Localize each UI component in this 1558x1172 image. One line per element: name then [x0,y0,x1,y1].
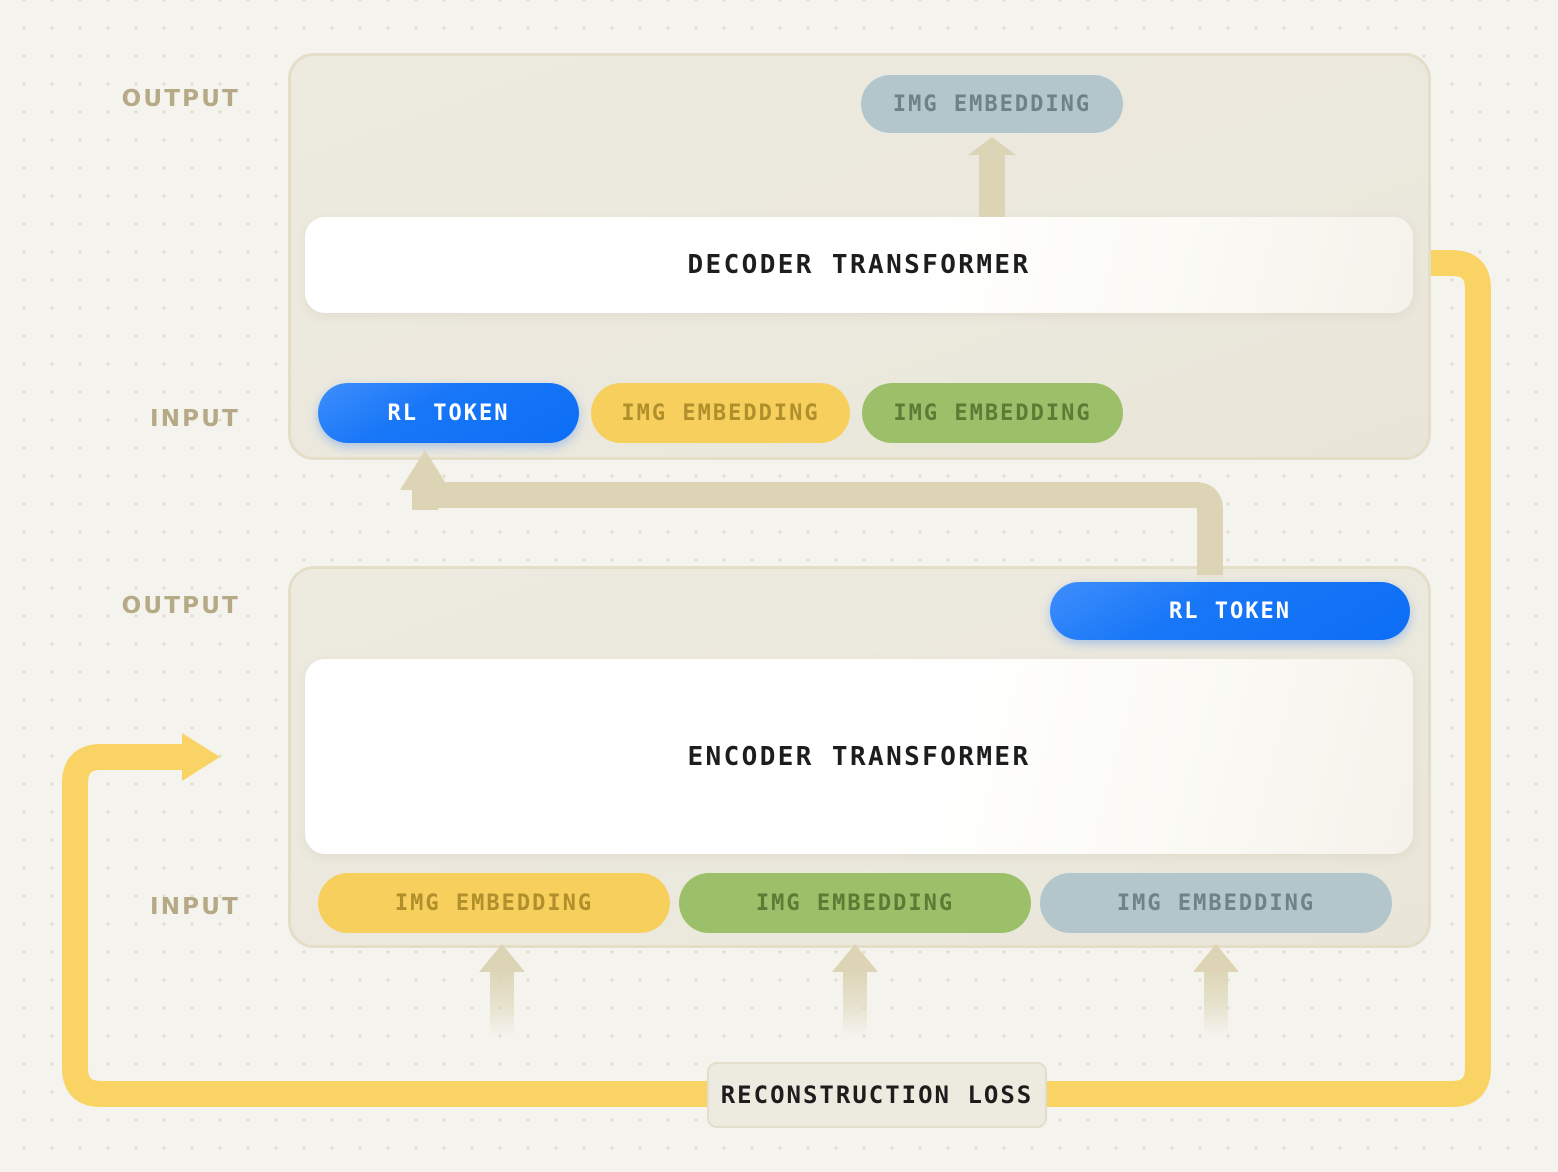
chip-encoder-input-img-embedding-3[interactable]: IMG EMBEDDING [1040,873,1392,933]
encoder-transformer-label: ENCODER TRANSFORMER [687,741,1031,772]
chip-label: IMG EMBEDDING [1116,890,1316,916]
chip-label: RL TOKEN [387,400,510,426]
chip-encoder-input-img-embedding-1[interactable]: IMG EMBEDDING [318,873,670,933]
chip-decoder-output-img-embedding[interactable]: IMG EMBEDDING [861,75,1123,133]
reconstruction-loss-box[interactable]: RECONSTRUCTION LOSS [707,1062,1047,1128]
encoder-input-arrow-1 [479,944,525,1036]
decoder-transformer-label: DECODER TRANSFORMER [687,250,1031,280]
encoder-transformer-box[interactable]: ENCODER TRANSFORMER [305,659,1413,854]
chip-decoder-input-rl-token[interactable]: RL TOKEN [318,383,579,443]
chip-decoder-input-img-embedding-1[interactable]: IMG EMBEDDING [591,383,850,443]
label-output-decoder: OUTPUT [121,86,240,112]
chip-decoder-input-img-embedding-2[interactable]: IMG EMBEDDING [862,383,1123,443]
label-input-decoder: INPUT [149,406,240,432]
label-output-encoder: OUTPUT [121,593,240,619]
rl-token-feedback-connector [400,450,1223,578]
encoder-input-arrow-3 [1193,944,1239,1036]
label-input-encoder: INPUT [149,894,240,920]
chip-label: RL TOKEN [1169,598,1291,624]
chip-encoder-output-rl-token[interactable]: RL TOKEN [1050,582,1410,640]
decoder-transformer-box[interactable]: DECODER TRANSFORMER [305,217,1413,313]
chip-label: IMG EMBEDDING [621,400,820,426]
chip-label: IMG EMBEDDING [394,890,594,916]
chip-label: IMG EMBEDDING [755,890,955,916]
chip-label: IMG EMBEDDING [892,91,1092,117]
reconstruction-loss-label: RECONSTRUCTION LOSS [720,1081,1034,1109]
chip-encoder-input-img-embedding-2[interactable]: IMG EMBEDDING [679,873,1031,933]
chip-label: IMG EMBEDDING [893,400,1092,426]
encoder-input-arrow-2 [832,944,878,1036]
